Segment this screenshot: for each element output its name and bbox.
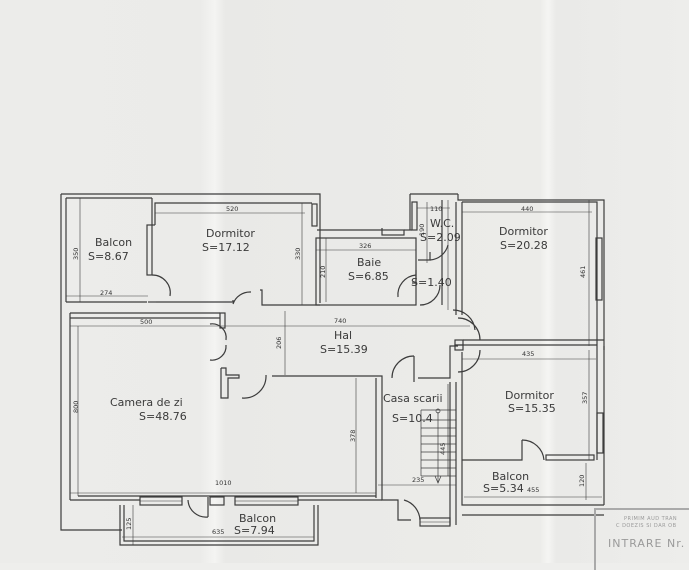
dim-balcon-s-v: 125 — [125, 517, 133, 530]
room-area-dormitor-n: S=17.12 — [202, 241, 250, 254]
room-area-casa-scarii: S=10.4 — [392, 412, 433, 425]
room-name-balcon-se: Balcon — [492, 470, 530, 483]
room-name-camera-de-zi: Camera de zi — [110, 396, 183, 409]
room-area-baie: S=6.85 — [348, 270, 389, 283]
dim-wc-h: 110 — [430, 205, 443, 213]
room-area-dormitor-se: S=15.35 — [508, 402, 556, 415]
dim-casa-scarii-h: 235 — [412, 476, 425, 484]
room-area-camera-de-zi: S=48.76 — [139, 410, 187, 423]
dim-hal-v: 206 — [275, 336, 283, 349]
room-area-hol-mic: S=1.40 — [411, 276, 452, 289]
stamp-line-3: INTRARE Nr. — [608, 537, 686, 550]
dim-dormitor-se-h: 435 — [522, 350, 535, 358]
dim-balcon-se-v: 120 — [578, 474, 586, 487]
room-area-balcon-se: S=5.34 — [483, 482, 524, 495]
dim-dormitor-ne-h: 440 — [521, 205, 534, 213]
room-area-hal: S=15.39 — [320, 343, 368, 356]
room-area-balcon-s: S=7.94 — [234, 524, 275, 537]
room-name-baie: Baie — [357, 256, 382, 269]
dim-camera-h-top: 500 — [140, 318, 153, 326]
room-name-dormitor-se: Dormitor — [505, 389, 554, 402]
dim-camera-v-right: 378 — [349, 429, 357, 442]
dim-dormitor-ne-v: 461 — [579, 265, 587, 278]
registration-stamp: PRIMIM AUD TRAN C DOEZIS SI DAR OB INTRA… — [594, 508, 689, 570]
room-name-dormitor-n: Dormitor — [206, 227, 255, 240]
room-name-wc: W.C. — [430, 217, 455, 230]
room-name-dormitor-ne: Dormitor — [499, 225, 548, 238]
dim-baie-h: 326 — [359, 242, 372, 250]
room-name-balcon-s: Balcon — [239, 512, 277, 525]
room-area-wc: S=2.09 — [420, 231, 461, 244]
dim-wc-v: 190 — [418, 223, 426, 236]
dim-dormitor-n-h: 520 — [226, 205, 239, 213]
room-area-balcon-nw: S=8.67 — [88, 250, 129, 263]
dim-camera-v: 800 — [72, 400, 80, 413]
dim-balcon-nw-h: 274 — [100, 289, 113, 297]
stamp-line-2: C DOEZIS SI DAR OB — [616, 523, 677, 529]
dim-balcon-se-h: 455 — [527, 486, 540, 494]
dim-camera-h-bottom: 1010 — [215, 479, 232, 487]
dim-hal-h: 740 — [334, 317, 347, 325]
dim-dormitor-n-v: 330 — [294, 247, 302, 260]
dim-dormitor-se-v: 357 — [581, 391, 589, 404]
dim-casa-scarii-v: 445 — [439, 442, 447, 455]
dim-baie-v: 210 — [319, 265, 327, 278]
stamp-line-1: PRIMIM AUD TRAN — [624, 516, 678, 522]
room-area-dormitor-ne: S=20.28 — [500, 239, 548, 252]
dim-balcon-s-h: 635 — [212, 528, 225, 536]
room-name-balcon-nw: Balcon — [95, 236, 133, 249]
room-name-hal: Hal — [334, 329, 353, 342]
dim-balcon-nw-v: 350 — [72, 247, 80, 260]
room-name-casa-scarii: Casa scarii — [383, 392, 443, 405]
